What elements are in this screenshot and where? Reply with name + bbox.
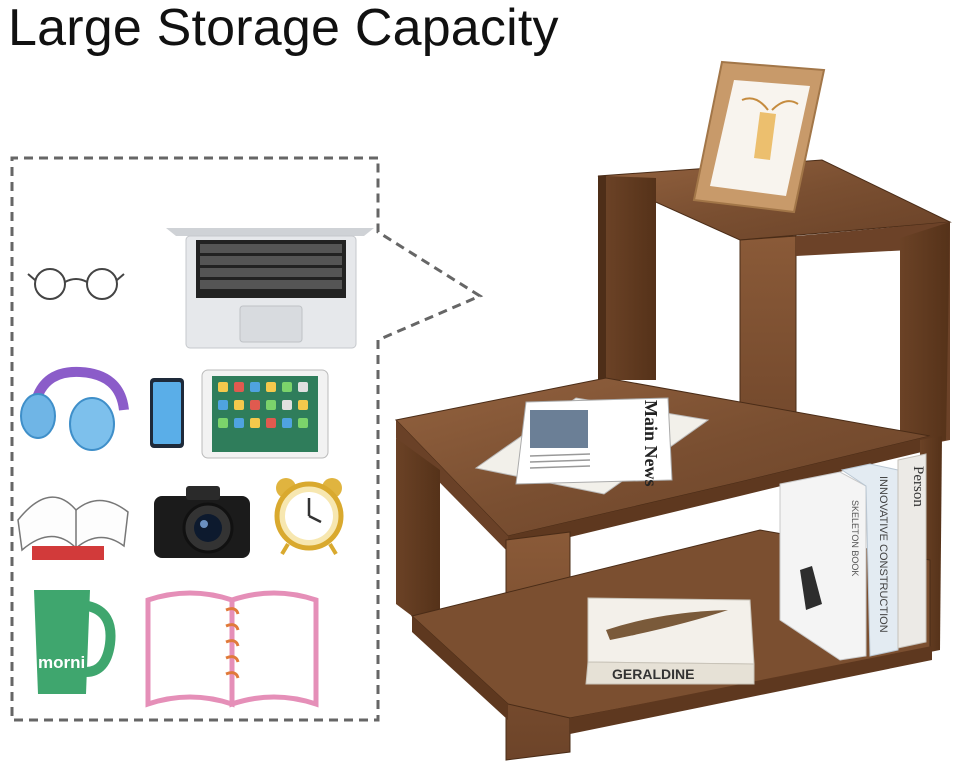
lying-book-title: GERALDINE	[612, 666, 694, 682]
camera-icon	[154, 486, 250, 558]
mug-icon: morni	[34, 590, 116, 694]
book-spine-1: Person	[910, 466, 926, 507]
mug-text: morni	[38, 653, 85, 672]
laptop-icon	[166, 228, 374, 349]
newspaper: Main News	[474, 397, 710, 495]
smartphone-icon	[150, 378, 184, 448]
picture-frame	[692, 60, 826, 214]
eyeglasses-icon	[27, 268, 125, 300]
book-spine-2: INNOVATIVE CONSTRUCTION	[877, 476, 889, 633]
tablet-icon	[201, 369, 329, 459]
newspaper-masthead: Main News	[641, 400, 661, 487]
alarm-clock-icon	[274, 478, 344, 556]
headline: Large Storage Capacity	[8, 0, 559, 57]
lying-book: GERALDINE	[585, 597, 755, 685]
open-book-icon	[17, 496, 129, 560]
headphones-icon	[20, 366, 129, 451]
upright-books: Person INNOVATIVE CONSTRUCTION SKELETON …	[779, 453, 927, 661]
book-spine-3: SKELETON BOOK	[850, 500, 860, 576]
notebook-icon	[145, 590, 319, 708]
